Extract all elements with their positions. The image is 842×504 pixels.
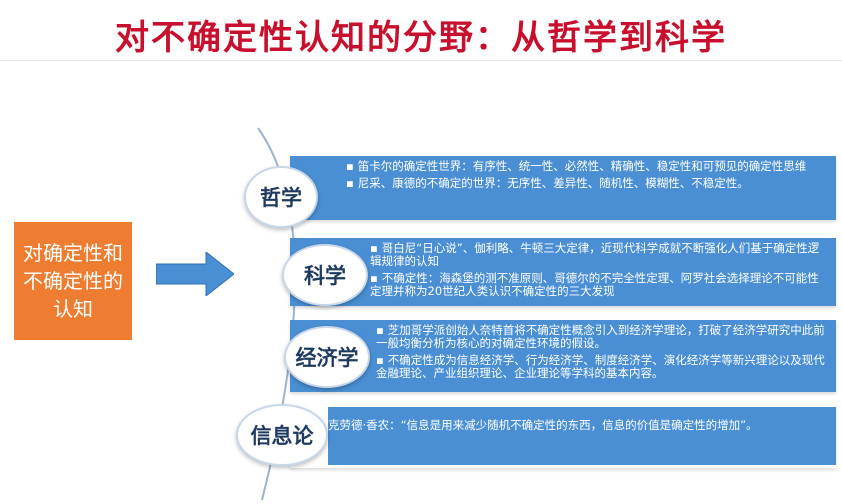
band-philosophy: ▪笛卡尔的确定性世界：有序性、统一性、必然性、精确性、稳定性和可预见的确定性思维… — [290, 156, 836, 220]
circle-label: 科学 — [304, 264, 346, 288]
band-point: ▪不确定性成为信息经济学、行为经济学、制度经济学、演化经济学等新兴理论以及现代金… — [376, 353, 825, 380]
band-point: ▪尼采、康德的不确定的世界：无序性、差异性、随机性、模糊性、不稳定性。 — [346, 176, 749, 190]
circle-label: 信息论 — [250, 424, 314, 448]
band-point: ▪芝加哥学派创始人奈特首将不确定性概念引入到经济学理论，打破了经济学研究中此前一… — [376, 323, 825, 350]
circle-economics: 经济学 — [284, 326, 370, 388]
band-point: ▪不确定性：海森堡的测不准原则、哥德尔的不完全性定理、阿罗社会选择理论不可能性定… — [370, 271, 819, 298]
band-information-theory: 克劳德·香农：“信息是用来减少随机不确定性的东西，信息的价值是确定性的增加”。 — [290, 404, 836, 468]
point-text: 笛卡尔的确定性世界：有序性、统一性、必然性、精确性、稳定性和可预见的确定性思维 — [357, 159, 807, 173]
circle-philosophy: 哲学 — [244, 166, 318, 228]
right-arrow-icon — [156, 252, 234, 296]
point-text: 不确定性成为信息经济学、行为经济学、制度经济学、演化经济学等新兴理论以及现代金融… — [376, 353, 825, 380]
band-science: ▪哥白尼“日心说”、伽利略、牛顿三大定律，近现代科学成就不断强化人们基于确定性逻… — [290, 238, 836, 306]
point-text: 克劳德·香农：“信息是用来减少随机不确定性的东西，信息的价值是确定性的增加”。 — [328, 418, 758, 432]
circle-label: 经济学 — [295, 346, 359, 370]
circle-science: 科学 — [282, 244, 368, 306]
circle-information-theory: 信息论 — [236, 404, 328, 466]
point-text: 芝加哥学派创始人奈特首将不确定性概念引入到经济学理论，打破了经济学研究中此前一般… — [376, 323, 825, 350]
title-divider — [0, 60, 842, 61]
point-text: 哥白尼“日心说”、伽利略、牛顿三大定律，近现代科学成就不断强化人们基于确定性逻辑… — [370, 241, 820, 268]
band-point: ▪哥白尼“日心说”、伽利略、牛顿三大定律，近现代科学成就不断强化人们基于确定性逻… — [370, 241, 820, 268]
band-point: ▪笛卡尔的确定性世界：有序性、统一性、必然性、精确性、稳定性和可预见的确定性思维 — [346, 159, 807, 173]
circle-label: 哲学 — [260, 186, 302, 210]
topic-box-label: 对确定性和不确定性的认知 — [23, 241, 123, 321]
topic-box: 对确定性和不确定性的认知 — [14, 222, 132, 340]
slide-title: 对不确定性认知的分野：从哲学到科学 — [115, 18, 727, 58]
point-text: 不确定性：海森堡的测不准原则、哥德尔的不完全性定理、阿罗社会选择理论不可能性定理… — [370, 271, 819, 298]
point-text: 尼采、康德的不确定的世界：无序性、差异性、随机性、模糊性、不稳定性。 — [357, 176, 749, 190]
band-economics: ▪芝加哥学派创始人奈特首将不确定性概念引入到经济学理论，打破了经济学研究中此前一… — [290, 320, 836, 392]
